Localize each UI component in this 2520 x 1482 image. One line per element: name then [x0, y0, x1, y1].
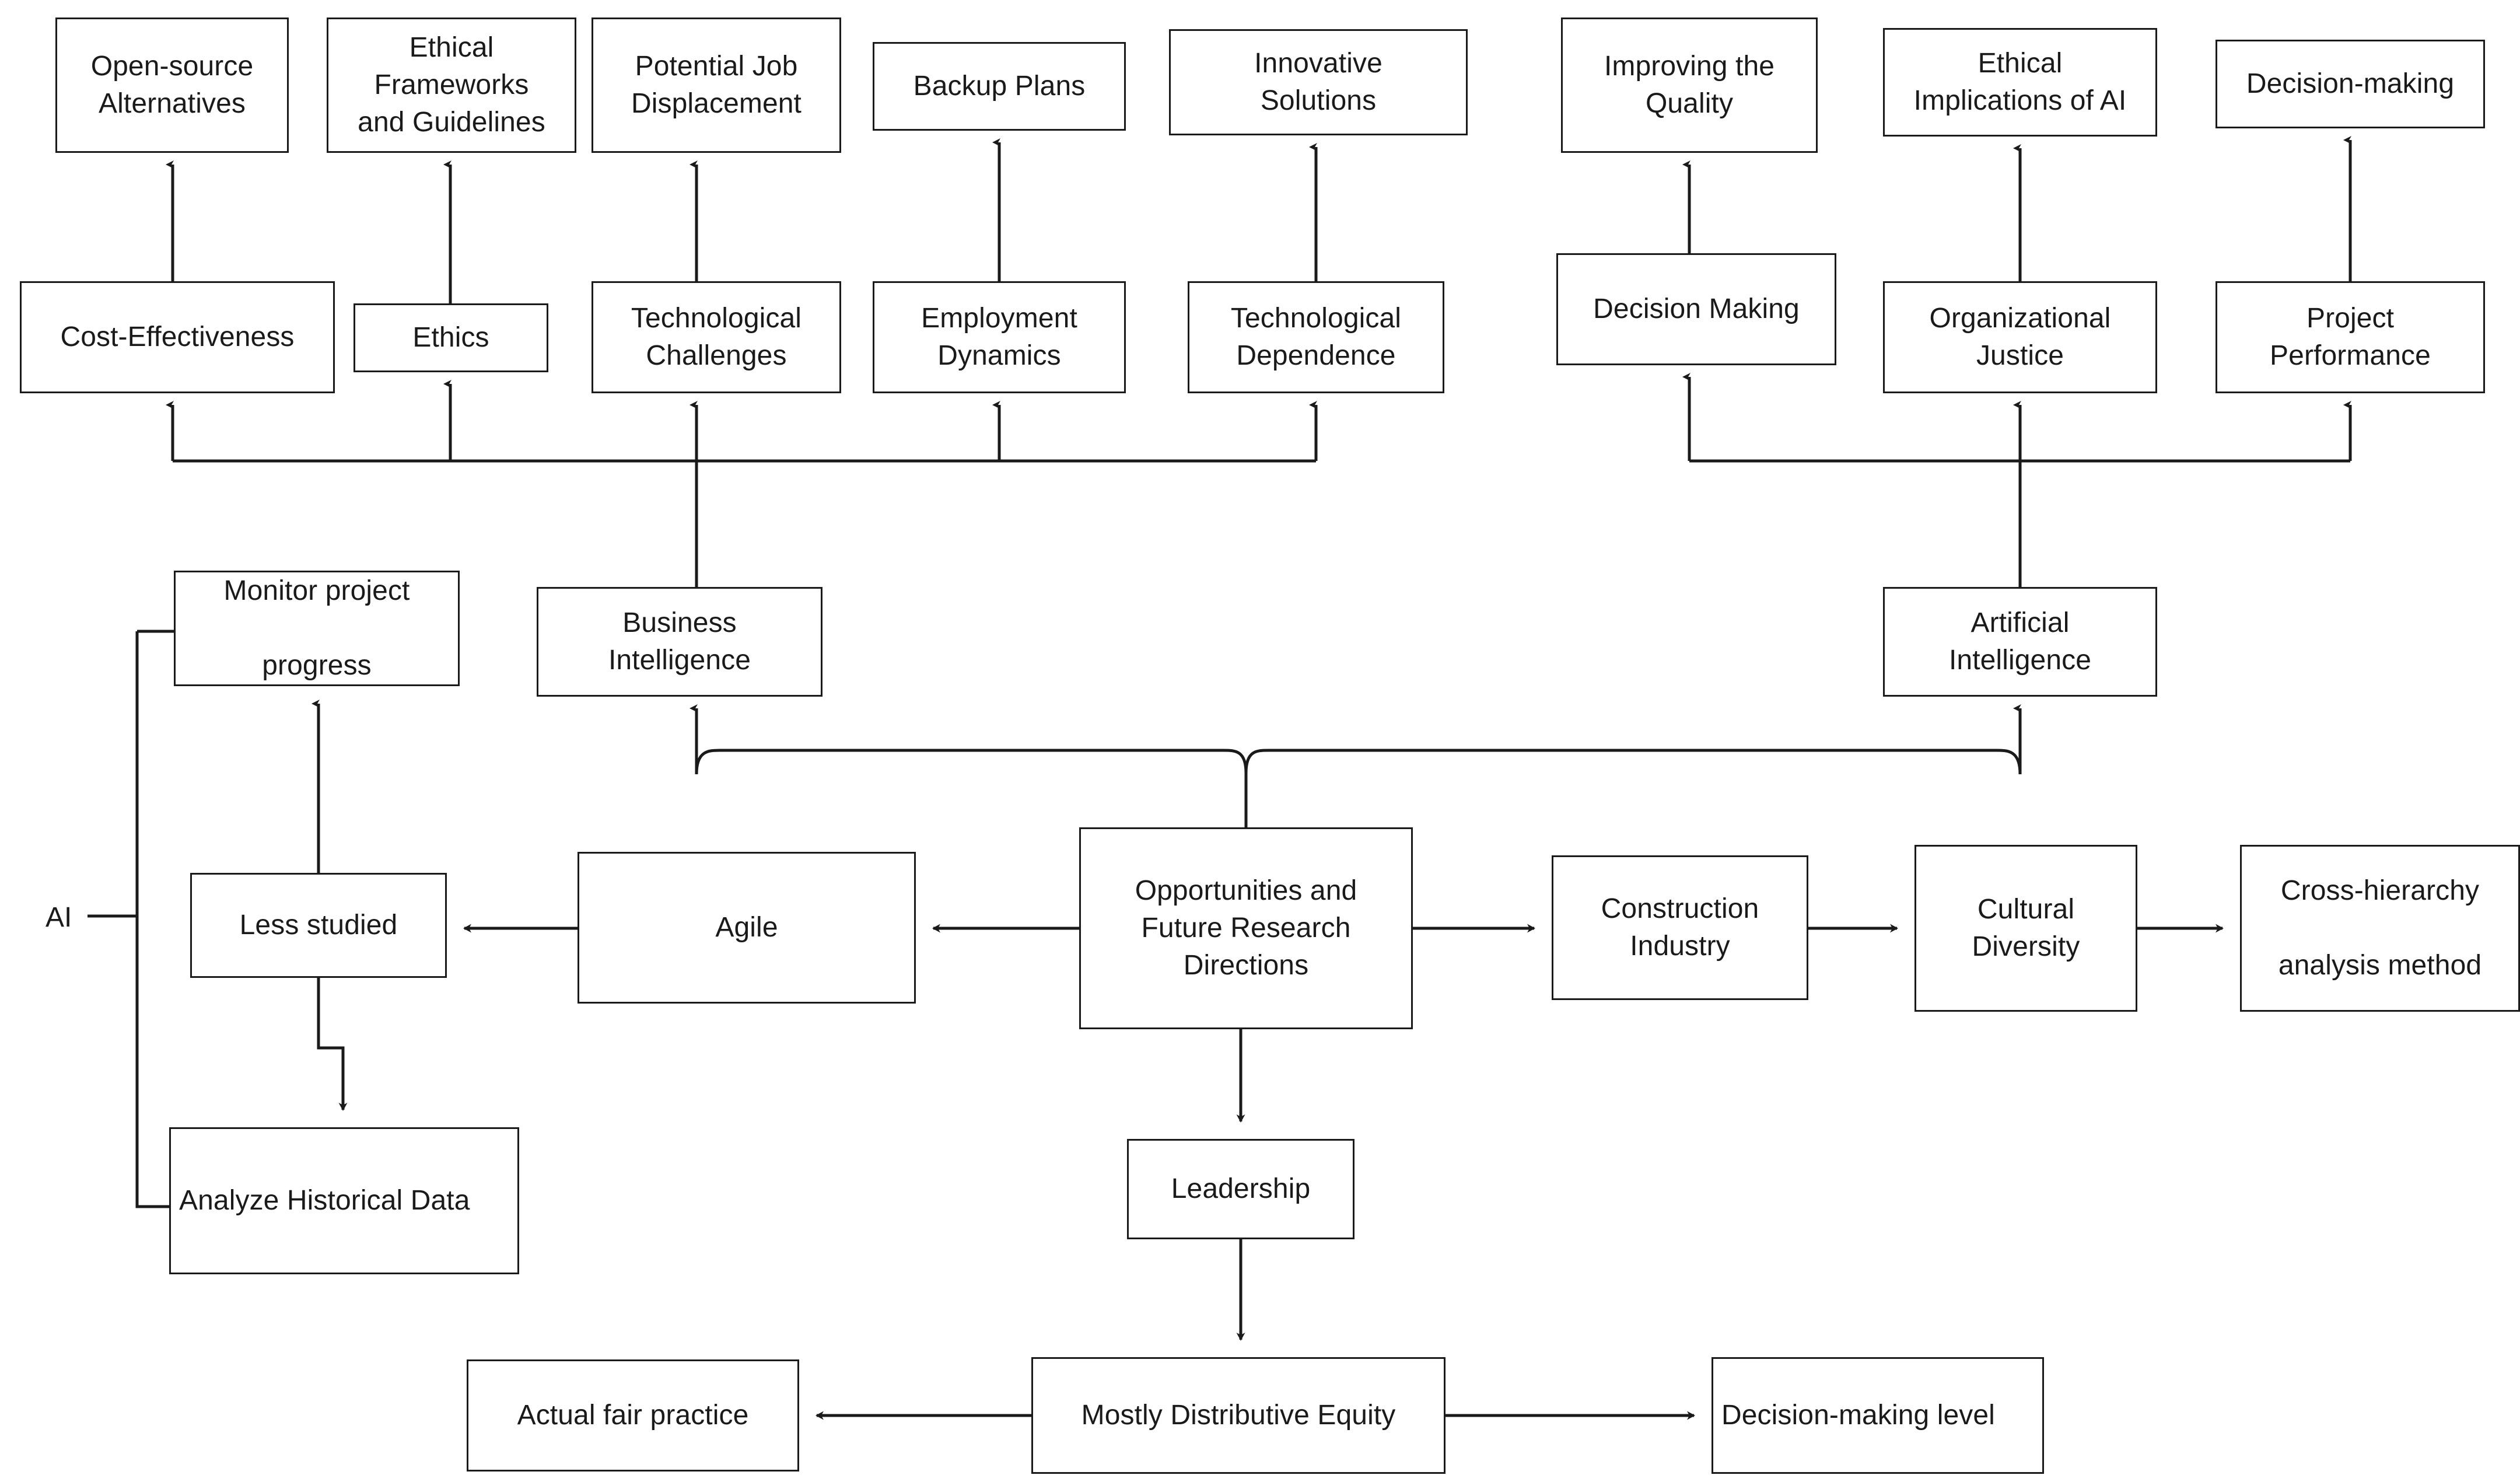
side-label-ai: AI	[46, 902, 72, 933]
node-cross-hierarchy-analysis-method[interactable]: Cross-hierarchy analysis method	[2240, 845, 2520, 1012]
node-label: Ethics	[412, 321, 489, 353]
node-innovative-solutions[interactable]: Innovative Solutions	[1169, 29, 1468, 135]
node-label: Cultural Diversity	[1972, 893, 2080, 962]
node-label: Decision Making	[1593, 293, 1800, 324]
node-label: Technological Dependence	[1230, 302, 1402, 371]
node-cost-effectiveness[interactable]: Cost-Effectiveness	[20, 281, 335, 393]
node-label: Potential Job Displacement	[631, 50, 802, 119]
node-ethical-implications-of-ai[interactable]: Ethical Implications of AI	[1883, 28, 2157, 137]
node-project-performance[interactable]: Project Performance	[2216, 281, 2485, 393]
node-label: Cost-Effectiveness	[60, 321, 295, 352]
node-decision-making-mid[interactable]: Decision Making	[1556, 253, 1836, 365]
node-label: Opportunities and Future Research Direct…	[1135, 875, 1357, 981]
node-mostly-distributive-equity[interactable]: Mostly Distributive Equity	[1031, 1357, 1446, 1474]
node-label: Backup Plans	[913, 70, 1086, 102]
node-opportunities-and-future-research-directions[interactable]: Opportunities and Future Research Direct…	[1079, 827, 1413, 1029]
node-business-intelligence[interactable]: Business Intelligence	[537, 587, 822, 697]
node-label: Improving the Quality	[1604, 50, 1775, 119]
node-label: Mostly Distributive Equity	[1081, 1399, 1396, 1431]
node-decision-making-top[interactable]: Decision-making	[2216, 40, 2485, 128]
node-label: Leadership	[1171, 1173, 1311, 1204]
node-label: Decision-making	[2246, 68, 2455, 99]
node-technological-challenges[interactable]: Technological Challenges	[592, 281, 841, 393]
edge-less-studied-to-analyze-historical	[317, 978, 348, 1111]
node-cultural-diversity[interactable]: Cultural Diversity	[1915, 845, 2137, 1012]
node-label: Artificial Intelligence	[1948, 607, 2092, 676]
node-label: Analyze Historical Data	[179, 1184, 470, 1216]
node-improving-the-quality[interactable]: Improving the Quality	[1561, 18, 1818, 153]
node-construction-industry[interactable]: Construction Industry	[1552, 855, 1808, 1000]
node-potential-job-displacement[interactable]: Potential Job Displacement	[592, 18, 841, 153]
node-less-studied[interactable]: Less studied	[190, 873, 447, 978]
node-backup-plans[interactable]: Backup Plans	[873, 42, 1126, 131]
node-label: Monitor project progress	[223, 575, 410, 681]
node-employment-dynamics[interactable]: Employment Dynamics	[873, 281, 1126, 393]
node-label: Less studied	[239, 909, 398, 941]
node-label: Decision-making level	[1721, 1399, 1995, 1431]
rail-ai-side	[135, 631, 169, 1208]
node-label: Organizational Justice	[1929, 302, 2111, 371]
node-label: Actual fair practice	[517, 1399, 749, 1431]
node-decision-making-level[interactable]: Decision-making level	[1712, 1357, 2044, 1474]
node-label: Ethical Frameworks and Guidelines	[358, 32, 545, 138]
node-artificial-intelligence[interactable]: Artificial Intelligence	[1883, 587, 2157, 697]
node-label: Innovative Solutions	[1254, 47, 1382, 116]
node-label: Construction Industry	[1601, 893, 1759, 962]
node-organizational-justice[interactable]: Organizational Justice	[1883, 281, 2157, 393]
node-label: Business Intelligence	[608, 607, 751, 676]
node-actual-fair-practice[interactable]: Actual fair practice	[467, 1359, 799, 1471]
node-label: Employment Dynamics	[921, 302, 1077, 371]
split-right-to-artificial-intelligence	[1244, 704, 2022, 775]
node-label: Technological Challenges	[631, 302, 802, 371]
node-leadership[interactable]: Leadership	[1127, 1139, 1354, 1239]
node-label: Ethical Implications of AI	[1913, 47, 2127, 116]
node-ethical-frameworks-and-guidelines[interactable]: Ethical Frameworks and Guidelines	[327, 18, 576, 153]
split-left-to-business-intelligence	[690, 704, 1248, 775]
node-label: Open-source Alternatives	[90, 50, 254, 119]
node-label: Cross-hierarchy analysis method	[2278, 875, 2482, 981]
node-ethics[interactable]: Ethics	[354, 303, 548, 372]
node-monitor-project-progress[interactable]: Monitor project progress	[174, 571, 460, 686]
node-label: Agile	[715, 911, 778, 943]
node-agile[interactable]: Agile	[578, 852, 916, 1004]
node-analyze-historical-data[interactable]: Analyze Historical Data	[169, 1127, 519, 1274]
node-open-source-alternatives[interactable]: Open-source Alternatives	[55, 18, 289, 153]
node-technological-dependence[interactable]: Technological Dependence	[1188, 281, 1444, 393]
node-label: Project Performance	[2270, 302, 2431, 371]
